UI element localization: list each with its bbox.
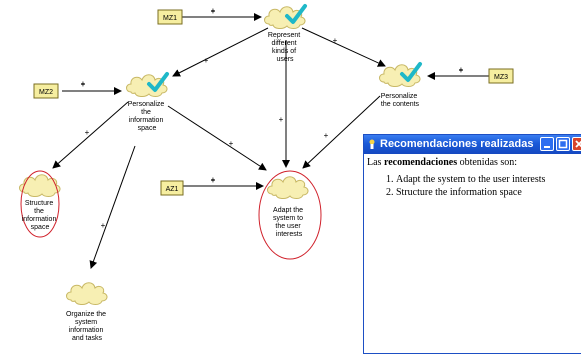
plus-sign: + — [459, 66, 464, 75]
plus-sign: + — [229, 139, 234, 148]
goal-personalize-space[interactable]: Personalize the information space — [126, 72, 169, 132]
recommendations-list: Adapt the system to the user interests S… — [367, 173, 580, 199]
dialog-titlebar[interactable]: Recomendaciones realizadas — [364, 135, 581, 154]
recommendation-item: Adapt the system to the user interests — [396, 173, 580, 186]
cloud-icon — [19, 174, 61, 198]
agent-mz2[interactable]: MZ2 — [33, 83, 59, 99]
plus-sign: + — [211, 176, 216, 185]
goal-organize[interactable]: Organize the system information and task… — [66, 282, 108, 342]
cloud-icon — [379, 64, 421, 88]
recommendations-dialog: Recomendaciones realizadas Las recomenda… — [363, 134, 581, 354]
plus-sign: + — [101, 221, 106, 230]
plus-sign: + — [204, 56, 209, 65]
agent-az1[interactable]: AZ1 — [160, 180, 184, 196]
recommendations-intro: Las recomendaciones obtenidas son: — [367, 157, 518, 168]
agent-mz3[interactable]: MZ3 — [488, 68, 514, 84]
app-icon — [369, 139, 375, 149]
plus-sign: + — [85, 128, 90, 137]
plus-sign: + — [211, 7, 216, 16]
agent-label: MZ3 — [494, 74, 508, 81]
maximize-icon — [558, 139, 568, 149]
close-icon — [575, 140, 581, 148]
agent-label: MZ2 — [39, 89, 53, 96]
goal-structure[interactable]: Structure the information space — [19, 170, 61, 238]
goal-personalize-contents[interactable]: Personalize the contents — [379, 62, 422, 108]
link-personalize-space-to-structure — [52, 101, 129, 169]
goal-label: Personalize the information space — [128, 101, 167, 132]
goal-label: Structure the information space — [22, 200, 59, 231]
plus-sign: + — [459, 65, 464, 74]
dialog-title: Recomendaciones realizadas — [380, 138, 534, 150]
goal-label: Personalize the contents — [381, 93, 420, 108]
recommendation-item: Structure the information space — [396, 186, 580, 199]
plus-sign: + — [324, 131, 329, 140]
minimize-icon — [544, 146, 550, 148]
plus-sign: + — [279, 115, 284, 124]
cloud-icon — [126, 74, 168, 98]
close-button[interactable] — [572, 137, 581, 151]
highlight-ellipse — [20, 170, 60, 238]
goal-label: Represent different kinds of users — [268, 32, 302, 63]
plus-sign: + — [211, 175, 216, 184]
plus-sign: + — [211, 6, 216, 15]
dialog-content: Las recomendaciones obtenidas son: Adapt… — [367, 157, 580, 199]
plus-sign: + — [333, 36, 338, 45]
highlight-ellipse — [258, 170, 322, 260]
minimize-button[interactable] — [540, 137, 554, 151]
goal-represent[interactable]: Represent different kinds of users — [264, 4, 307, 63]
agent-label: AZ1 — [166, 186, 179, 193]
cloud-icon — [267, 176, 309, 200]
goal-label: Organize the system information and task… — [66, 311, 108, 342]
goal-label: Adapt the system to the user interests — [273, 207, 305, 238]
agent-mz1[interactable]: MZ1 — [157, 9, 183, 25]
goal-adapt[interactable]: Adapt the system to the user interests — [258, 170, 322, 260]
link-represent-to-personalize-contents — [301, 27, 386, 67]
plus-sign: + — [81, 79, 86, 88]
link-personalize-space-to-adapt — [167, 105, 267, 171]
link-personalize-space-to-organize — [89, 145, 136, 269]
maximize-button[interactable] — [556, 137, 570, 151]
link-personalize-contents-to-adapt — [302, 95, 381, 169]
cloud-icon — [264, 6, 306, 30]
plus-sign: + — [81, 80, 86, 89]
link-represent-to-personalize-space — [172, 27, 269, 77]
cloud-icon — [66, 282, 108, 306]
agent-label: MZ1 — [163, 15, 177, 22]
